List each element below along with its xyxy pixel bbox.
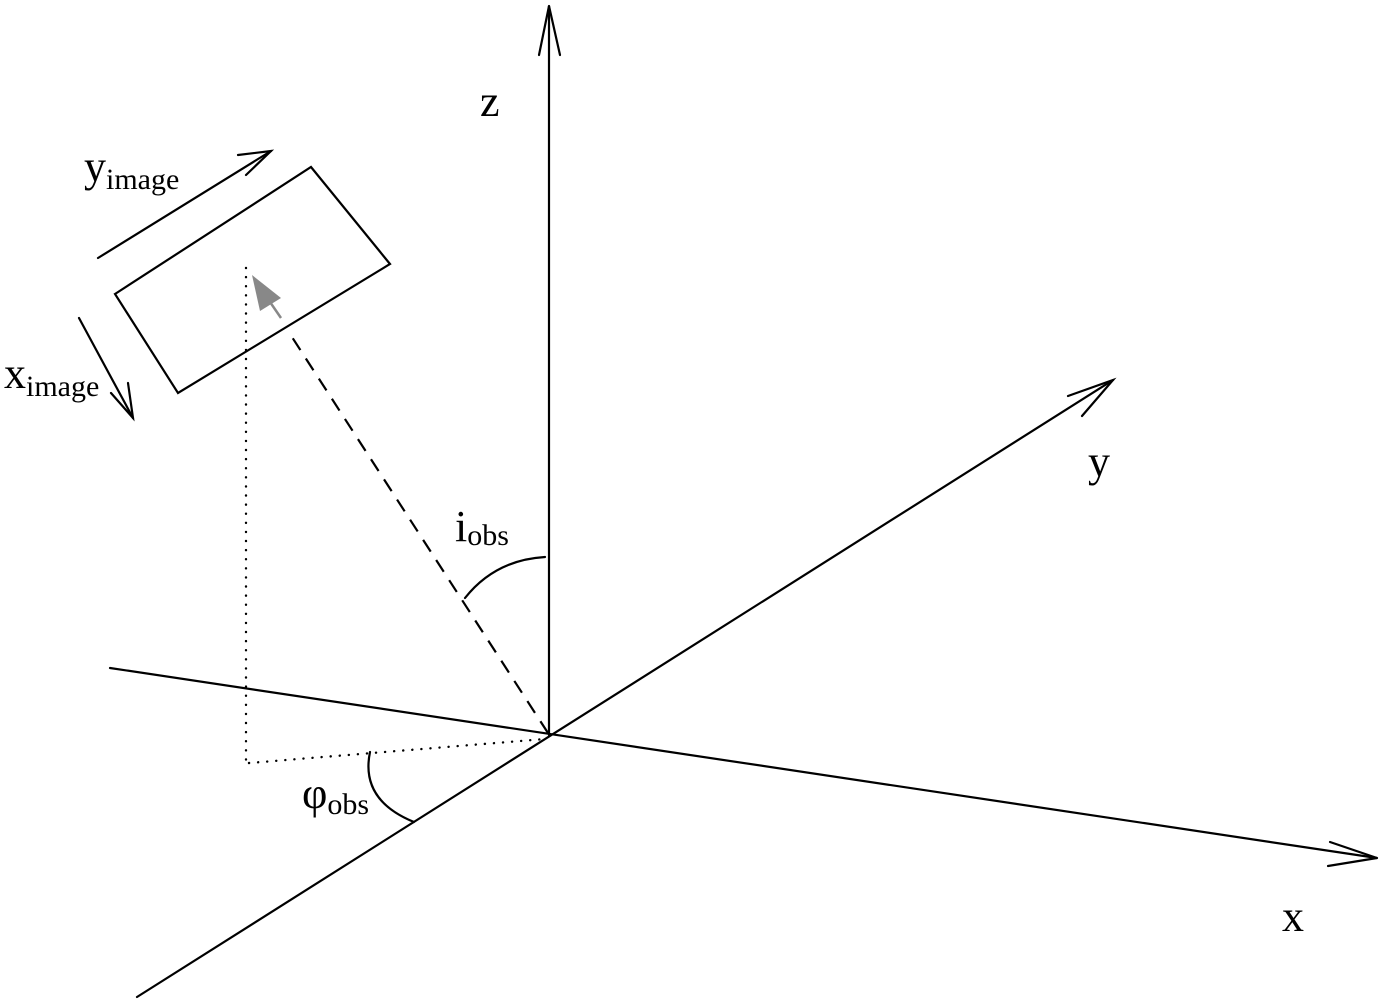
x-image-arrow	[77, 316, 135, 420]
x-image-arrowhead	[109, 381, 135, 422]
image-plane	[113, 165, 392, 395]
phi-obs-label-main: φ	[302, 769, 328, 818]
x-axis	[108, 666, 1379, 860]
z-axis-label: z	[480, 77, 500, 126]
y-image-arrow	[96, 149, 273, 260]
i-obs-label-main: i	[455, 502, 468, 551]
view-arrow-head	[252, 275, 281, 311]
y-axis-arrowhead	[1066, 377, 1117, 418]
z-axis-arrowhead	[537, 5, 562, 57]
y-axis-label: y	[1088, 437, 1110, 486]
x-axis-label: x	[1282, 892, 1304, 941]
y-image-arrowhead	[236, 149, 275, 177]
x-image-label-main: x	[4, 349, 26, 398]
x-image-label: ximage	[4, 349, 99, 402]
line-of-sight-dashed	[289, 333, 549, 734]
phi-obs-label: φobs	[302, 769, 369, 820]
i-obs-label-sub: obs	[467, 519, 509, 552]
x-image-label-sub: image	[26, 370, 100, 403]
phi-obs-arc	[367, 750, 416, 824]
y-image-label-main: y	[84, 142, 106, 191]
y-axis	[135, 378, 1115, 999]
y-image-label-sub: image	[106, 163, 180, 196]
y-image-label: yimage	[84, 142, 179, 195]
projection-horizontal-dotted	[247, 737, 547, 765]
view-arrow-shaft	[268, 301, 283, 319]
x-axis-arrowhead	[1326, 840, 1378, 868]
i-obs-label: iobs	[455, 502, 509, 552]
phi-obs-label-sub: obs	[327, 788, 370, 821]
i-obs-arc	[463, 555, 547, 600]
